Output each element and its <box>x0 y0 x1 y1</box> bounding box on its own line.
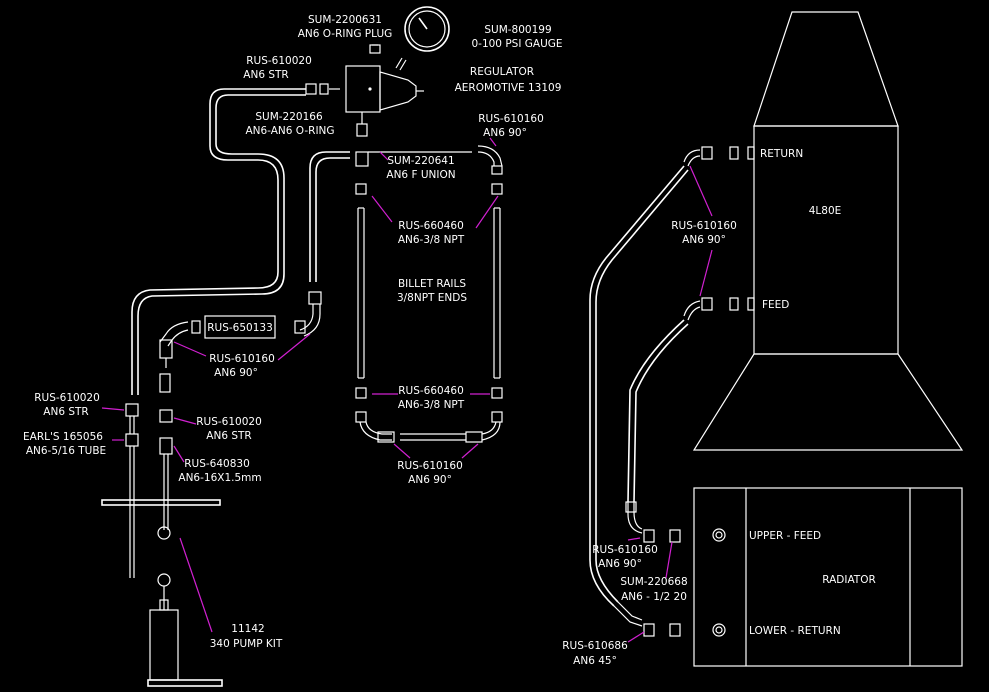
fuel-filter <box>204 315 276 339</box>
gauge-plug-desc-label: AN6 O-RING PLUG <box>298 28 393 40</box>
regulator <box>345 57 424 113</box>
rad90-desc-label: AN6 90° <box>598 558 642 570</box>
union-part-label: SUM-220641 <box>387 155 454 167</box>
str-mid-desc-label: AN6 STR <box>206 430 251 442</box>
pump-components <box>147 526 223 687</box>
metric-desc-label: AN6-16X1.5mm <box>178 472 261 484</box>
rad-adapt-part-label: SUM-220668 <box>620 576 687 588</box>
filter-inlet-90 <box>159 321 189 368</box>
rail90-top-part-label: RUS-610160 <box>478 113 544 125</box>
trans-feed-label: FEED <box>762 299 789 311</box>
pump-part-label: 11142 <box>231 623 264 635</box>
trans-return-label: RETURN <box>760 148 803 160</box>
npt-bot-desc-label: AN6-3/8 NPT <box>398 399 465 411</box>
trans-name-label: 4L80E <box>809 205 842 217</box>
rad90-part-label: RUS-610160 <box>592 544 658 556</box>
str-mid-part-label: RUS-610020 <box>196 416 262 428</box>
gauge-part-label: SUM-800199 <box>484 24 551 36</box>
npt-top-part-label: RUS-660460 <box>398 220 464 232</box>
oring-part-label: SUM-220166 <box>255 111 323 123</box>
regulator-model-label: AEROMOTIVE 13109 <box>455 82 562 94</box>
tank-plate <box>101 499 221 506</box>
rad-name-label: RADIATOR <box>822 574 876 586</box>
return-hose <box>131 88 306 395</box>
transmission-4l80e <box>692 11 964 451</box>
radiator <box>693 487 963 667</box>
npt-top-desc-label: AN6-3/8 NPT <box>398 234 465 246</box>
rad-lower-label: LOWER - RETURN <box>749 625 841 637</box>
rad45-part-label: RUS-610686 <box>562 640 628 652</box>
trans-feed-line <box>627 319 685 503</box>
str-left-desc-label: AN6 STR <box>43 406 88 418</box>
radiator-fittings <box>613 501 681 637</box>
gauge-plug-part-label: SUM-2200631 <box>308 14 382 26</box>
left-fittings-stack <box>125 373 173 578</box>
regulator-title-label: REGULATOR <box>470 66 534 78</box>
union-desc-label: AN6 F UNION <box>386 169 455 181</box>
leader-lines <box>101 137 713 643</box>
trans-return-line <box>589 165 685 607</box>
filter90-desc-label: AN6 90° <box>214 367 258 379</box>
npt-bot-part-label: RUS-660460 <box>398 385 464 397</box>
rail90-bot-part-label: RUS-610160 <box>397 460 463 472</box>
billet-rails <box>355 145 503 423</box>
pressure-gauge <box>404 6 450 52</box>
rails-title-label: BILLET RAILS <box>398 278 466 290</box>
trans90-part-label: RUS-610160 <box>671 220 737 232</box>
rail90-bot-desc-label: AN6 90° <box>408 474 452 486</box>
earls-desc-label: AN6-5/16 TUBE <box>26 445 106 457</box>
trans90-desc-label: AN6 90° <box>682 234 726 246</box>
rad-upper-label: UPPER - FEED <box>749 530 821 542</box>
filter-outlet-fitting <box>299 291 322 337</box>
gauge-desc-label: 0-100 PSI GAUGE <box>471 38 562 50</box>
rad45-desc-label: AN6 45° <box>573 655 617 667</box>
earls-part-label: EARL'S 165056 <box>23 431 103 443</box>
reg-inlet-fittings <box>305 83 340 95</box>
reg-str-desc-label: AN6 STR <box>243 69 288 81</box>
rails-desc-label: 3/8NPT ENDS <box>397 292 467 304</box>
filter-part-label: RUS-650133 <box>207 322 273 334</box>
reg-str-part-label: RUS-610020 <box>246 55 312 67</box>
feed-hose <box>309 151 350 282</box>
rad-adapt-desc-label: AN6 - 1/2 20 <box>621 591 687 603</box>
rail90-top-desc-label: AN6 90° <box>483 127 527 139</box>
pump-desc-label: 340 PUMP KIT <box>210 638 283 650</box>
rail-crossover <box>359 421 501 443</box>
reg-bottom-fittings <box>356 112 368 137</box>
str-left-part-label: RUS-610020 <box>34 392 100 404</box>
oring-desc-label: AN6-AN6 O-RING <box>245 125 334 137</box>
metric-part-label: RUS-640830 <box>184 458 250 470</box>
filter90-part-label: RUS-610160 <box>209 353 275 365</box>
text-labels: SUM-2200631 AN6 O-RING PLUG SUM-800199 0… <box>23 14 876 667</box>
gauge-plug <box>369 44 381 54</box>
trans-fittings <box>683 146 755 321</box>
